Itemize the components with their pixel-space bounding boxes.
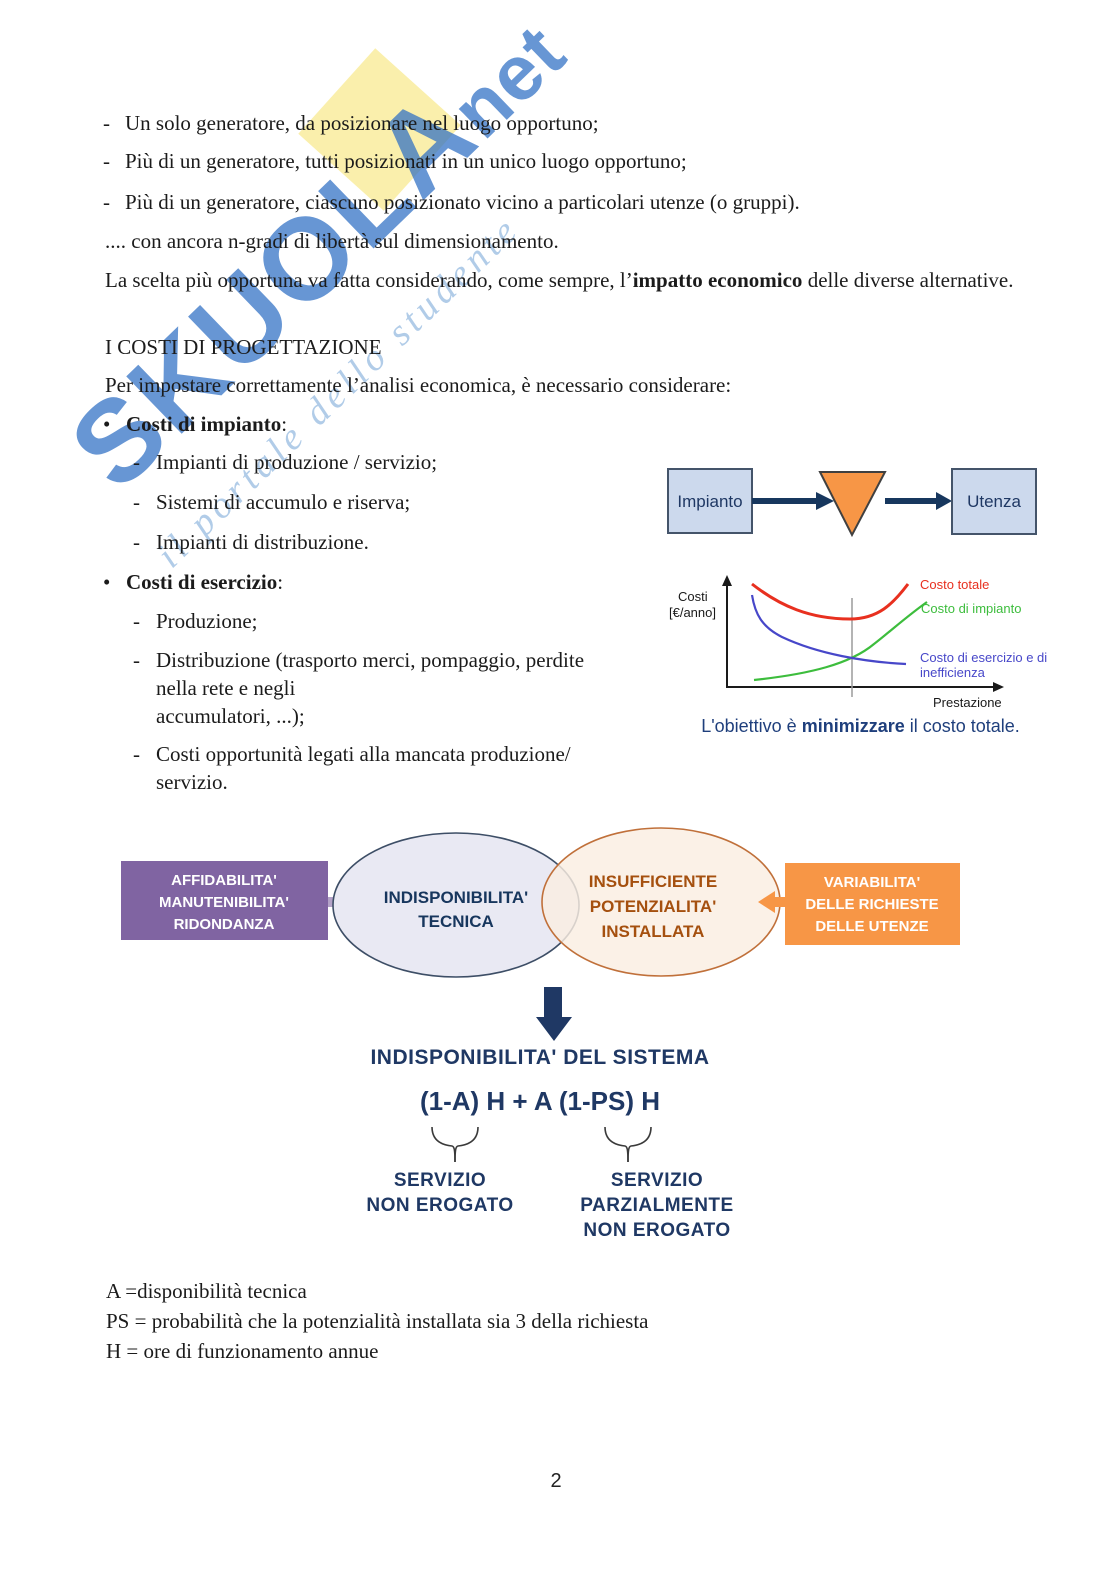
list-item: - Sistemi di accumulo e riserva; — [133, 488, 410, 516]
utenza-box — [951, 468, 1037, 535]
servizio-non-erogato-label: SERVIZIO NON EROGATO — [366, 1170, 514, 1216]
arrow-head-icon — [816, 492, 834, 510]
dash-bullet-icon: - — [133, 530, 140, 554]
indisponibilita-line2: TECNICA — [418, 912, 494, 931]
variabilita-line1: VARIABILITA' — [824, 874, 920, 891]
round-bullet-icon: • — [103, 570, 111, 594]
affidabilita-line3: RIDONDANZA — [174, 916, 275, 933]
list-item: - Un solo generatore, da posizionare nel… — [103, 109, 599, 137]
x-axis-arrow-icon — [993, 682, 1004, 692]
cost-esercizio-label: Costi di esercizio: — [126, 570, 284, 594]
definition-ps: PS = probabilità che la potenzialità ins… — [106, 1309, 649, 1333]
insufficiente-line2: POTENZIALITA' — [590, 897, 717, 916]
orange-arrow-tail — [775, 897, 788, 907]
list-item-text: Più di un generatore, tutti posizionati … — [125, 149, 687, 173]
list-item: - Più di un generatore, ciascuno posizio… — [103, 188, 800, 216]
list-item-text: Produzione; — [156, 609, 258, 633]
round-bullet-icon: • — [103, 412, 111, 436]
list-item-text: Sistemi di accumulo e riserva; — [156, 490, 411, 514]
list-item: • Costi di esercizio: — [103, 568, 283, 596]
cost-tradeoff-chart: Costi [€/anno] Costo totale Costo di imp… — [669, 575, 1047, 710]
costo-impianto-curve — [753, 601, 928, 682]
underbrace-icons — [431, 1126, 652, 1163]
indisponibilita-line1: INDISPONIBILITA' — [384, 888, 528, 907]
orange-arrow-icon — [758, 891, 775, 913]
list-item: - Impianti di produzione / servizio; — [133, 448, 437, 476]
dash-bullet-icon: - — [133, 490, 140, 514]
impianto-box — [667, 468, 753, 534]
cost-impianto-label: Costi di impianto: — [126, 412, 288, 436]
dash-bullet-icon: - — [133, 648, 140, 672]
arrow-head-icon — [936, 492, 952, 510]
list-item: - Distribuzione (trasporto merci, pompag… — [133, 646, 584, 730]
list-item: - Costi opportunità legati alla mancata … — [133, 740, 571, 796]
costo-totale-curve — [751, 582, 910, 621]
legend-costo-esercizio-line1: Costo di esercizio e di — [920, 650, 1047, 665]
down-arrow-shaft — [544, 987, 562, 1019]
dash-bullet-icon: - — [103, 149, 110, 173]
y-axis-arrow-icon — [722, 575, 732, 586]
costo-esercizio-curve — [750, 594, 907, 666]
impianto-utenza-diagram: Impianto Utenza — [667, 468, 1037, 538]
affidabilita-line1: AFFIDABILITA' — [171, 872, 277, 889]
servizio-parzialmente-label: SERVIZIO PARZIALMENTE NON EROGATO — [580, 1170, 734, 1241]
insufficiente-line3: INSTALLATA — [602, 922, 705, 941]
system-unavailability-title: INDISPONIBILITA' DEL SISTEMA — [370, 1046, 710, 1069]
definitions-block: A =disponibilità tecnica PS = probabilit… — [106, 1276, 649, 1366]
choice-prefix: La scelta più opportuna va fatta conside… — [105, 268, 633, 292]
definition-h: H = ore di funzionamento annue — [106, 1339, 379, 1363]
dash-bullet-icon: - — [103, 190, 110, 214]
dash-bullet-icon: - — [133, 450, 140, 474]
dash-bullet-icon: - — [133, 609, 140, 633]
list-item: - Produzione; — [133, 607, 257, 635]
variabilita-line2: DELLE RICHIESTE — [805, 896, 938, 913]
list-item-text: Un solo generatore, da posizionare nel l… — [125, 111, 599, 135]
chart-caption: L'obiettivo è minimizzare il costo total… — [701, 716, 1020, 736]
list-item: • Costi di impianto: — [103, 410, 287, 438]
list-item-text: Più di un generatore, ciascuno posiziona… — [125, 190, 800, 214]
list-item-text: Impianti di produzione / servizio; — [156, 450, 438, 474]
section-heading: I COSTI DI PROGETTAZIONE — [105, 335, 382, 359]
system-unavailability-formula: (1-A) H + A (1-PS) H — [419, 1086, 661, 1116]
right-underbrace-icon — [627, 1126, 652, 1163]
page-number: 2 — [550, 1470, 562, 1492]
list-item-text: Impianti di distribuzione. — [156, 530, 369, 554]
legend-costo-totale: Costo totale — [920, 577, 989, 592]
choice-bold: impatto economico — [632, 268, 803, 292]
left-underbrace-icon — [431, 1126, 456, 1163]
insufficiente-line1: INSUFFICIENTE — [589, 872, 717, 891]
choice-paragraph: La scelta più opportuna va fatta conside… — [105, 266, 1020, 294]
dash-bullet-icon: - — [103, 111, 110, 135]
right-underbrace-icon — [604, 1126, 629, 1163]
affidabilita-line2: MANUTENIBILITA' — [159, 894, 289, 911]
left-underbrace-icon — [454, 1126, 479, 1163]
legend-costo-esercizio-line2: inefficienza — [920, 665, 986, 680]
section-lead: Per impostare correttamente l’analisi ec… — [105, 373, 732, 397]
down-arrow-head — [536, 1017, 572, 1041]
variabilita-box — [785, 863, 960, 945]
y-axis-label-line1: Costi — [678, 589, 708, 604]
impianto-box-label: Impianto — [677, 492, 742, 511]
x-axis-label: Prestazione — [933, 695, 1002, 710]
list-item: - Impianti di distribuzione. — [133, 528, 369, 556]
y-axis-label-line2: [€/anno] — [669, 605, 716, 620]
affidabilita-box — [121, 861, 328, 940]
variabilita-line3: DELLE UTENZE — [815, 918, 928, 935]
definition-a: A =disponibilità tecnica — [106, 1279, 307, 1303]
valve-triangle-icon — [818, 471, 887, 538]
utenza-box-label: Utenza — [967, 492, 1021, 511]
down-arrow-icon — [536, 987, 572, 1041]
ellipsis-line: .... con ancora n-gradi di libertà sul d… — [105, 229, 559, 253]
availability-venn-diagram: AFFIDABILITA' MANUTENIBILITA' RIDONDANZA… — [121, 827, 960, 978]
legend-costo-impianto: Costo di impianto — [921, 601, 1021, 616]
list-item: - Più di un generatore, tutti posizionat… — [103, 147, 687, 175]
dash-bullet-icon: - — [133, 742, 140, 766]
list-item-text: Distribuzione (trasporto merci, pompaggi… — [156, 648, 585, 728]
list-item-text: Costi opportunità legati alla mancata pr… — [156, 742, 571, 794]
choice-suffix: delle diverse alternative. — [802, 268, 1014, 292]
